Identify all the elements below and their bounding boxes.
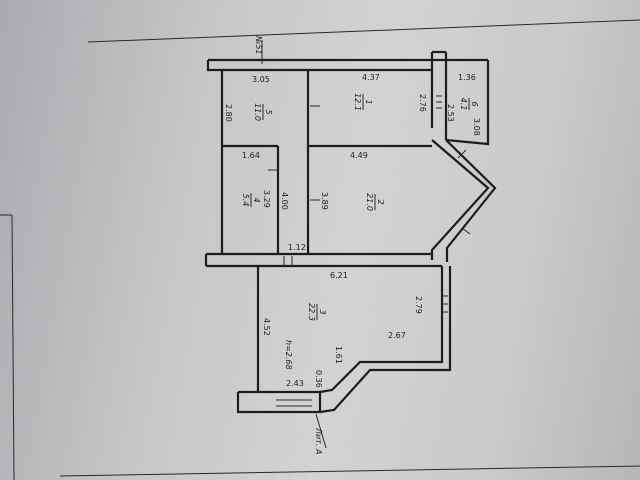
ceiling-height-label: h=2.68	[284, 340, 293, 370]
dim-0-36: 0.36	[314, 370, 323, 388]
title-block-line	[11, 214, 15, 480]
dim-2-53: 2.53	[446, 104, 455, 122]
dim-4-00: 4.00	[280, 192, 289, 210]
room-area: 11.0	[253, 103, 262, 121]
room-area: 22.3	[307, 303, 316, 321]
dim-3-89: 3.89	[320, 192, 329, 210]
dim-1-61: 1.61	[334, 346, 343, 364]
dim-2-76: 2.76	[418, 94, 427, 112]
room-number: 6	[470, 101, 479, 106]
room-5-label: 5 11.0	[253, 103, 273, 121]
wall-entry	[236, 390, 322, 414]
room-area: 4.1	[459, 98, 468, 111]
room-3-label: 3 22.3	[307, 303, 327, 321]
room-number: 4	[252, 197, 261, 202]
wall-top-left	[206, 60, 432, 72]
dim-2-43: 2.43	[286, 379, 304, 388]
wall-bay-outer	[445, 139, 497, 262]
dim-3-08: 3.08	[472, 118, 481, 136]
dim-2-79: 2.79	[414, 296, 423, 314]
dim-2-80: 2.80	[224, 104, 233, 122]
windows	[276, 95, 471, 407]
wall-room3-right	[319, 266, 444, 394]
litera-label: Лит. А	[314, 427, 323, 454]
room-number: 5	[264, 109, 273, 114]
room-6-label: 6 4.1	[459, 98, 479, 111]
room-number: 2	[376, 199, 385, 204]
wall-room3-outer	[319, 266, 452, 414]
outer-walls	[204, 50, 497, 414]
room-area: 21.0	[365, 193, 374, 211]
window-bay-1	[457, 149, 467, 159]
dim-2-67: 2.67	[388, 331, 406, 340]
partitions	[222, 70, 432, 266]
dim-1-64: 1.64	[242, 151, 260, 160]
room-1-label: 1 12.1	[353, 93, 373, 111]
room-4-label: 4 5.4	[241, 193, 261, 207]
marker-top-label: №51	[254, 35, 263, 55]
window-bay-2	[461, 227, 471, 235]
room-area: 5.4	[241, 194, 250, 207]
wall-bay	[430, 139, 490, 260]
room-area: 12.1	[353, 93, 362, 111]
room-number: 1	[364, 99, 373, 104]
dim-3-05: 3.05	[252, 75, 270, 84]
room-labels: 5 11.0 1 12.1 2 21.0 3 22.3 4 5.4 6 4.1	[241, 93, 479, 321]
dim-3-29: 3.29	[262, 190, 271, 208]
room-2-label: 2 21.0	[365, 193, 385, 211]
room-number: 3	[318, 309, 327, 314]
dim-6-21: 6.21	[330, 271, 348, 280]
litera-leader	[315, 413, 327, 449]
dim-1-36: 1.36	[458, 73, 476, 82]
dim-4-37: 4.37	[362, 73, 380, 82]
dim-4-52: 4.52	[262, 318, 271, 336]
dim-4-49: 4.49	[350, 151, 368, 160]
wall-balcony-6	[445, 60, 490, 146]
dimension-labels: 3.05 4.37 1.36 2.80 2.76 2.53 3.08 1.64 …	[224, 73, 481, 388]
dim-1-12: 1.12	[288, 243, 306, 252]
sheet-frame-bottom	[59, 465, 640, 477]
sheet-frame-top	[87, 19, 640, 43]
